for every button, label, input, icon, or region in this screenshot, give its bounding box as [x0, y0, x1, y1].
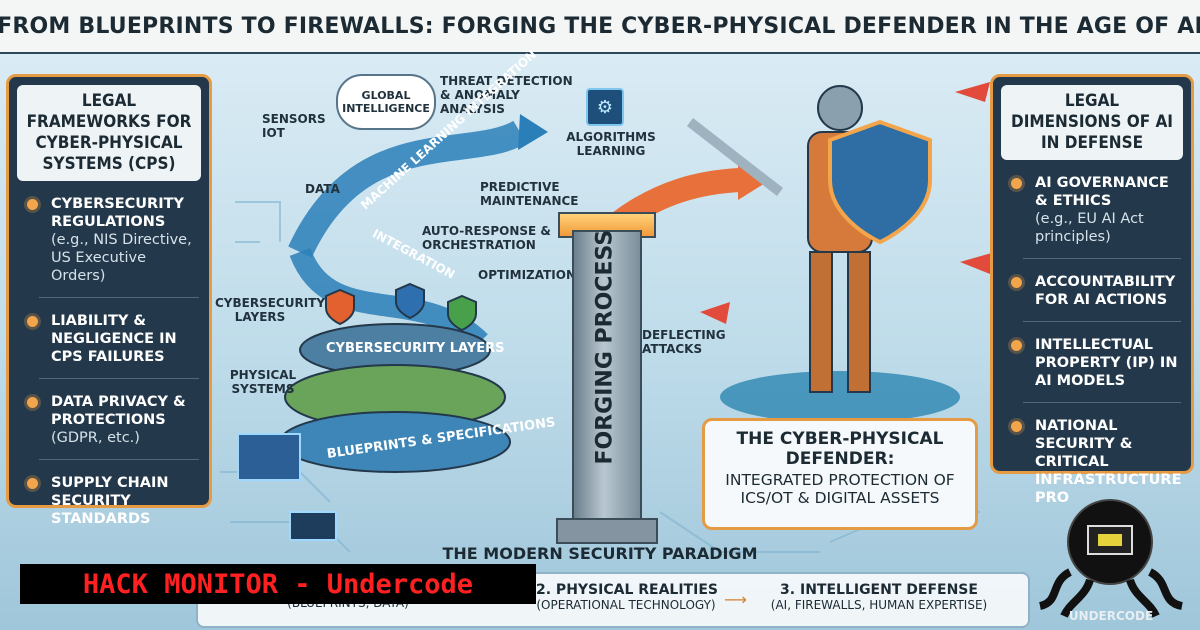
pillar-base	[556, 518, 658, 544]
logo-text: UNDERCODE	[1069, 609, 1153, 623]
panel-heading: LEGAL DIMENSIONS OF AI IN DEFENSE	[1001, 85, 1183, 160]
paradigm-step-3: 3. INTELLIGENT DEFENSE (AI, FIREWALLS, H…	[770, 582, 988, 612]
legal-frameworks-panel: LEGAL FRAMEWORKS FOR CYBER-PHYSICAL SYST…	[6, 74, 212, 527]
defender-head	[817, 85, 863, 131]
auto-response-label: AUTO-RESPONSE & ORCHESTRATION	[422, 224, 551, 252]
divider	[1023, 402, 1181, 403]
divider	[39, 459, 199, 460]
legal-dimensions-ai-panel: LEGAL DIMENSIONS OF AI IN DEFENSE AI GOV…	[990, 74, 1194, 506]
optimization-label: OPTIMIZATION	[478, 268, 577, 282]
ai-chip-icon: ⚙	[586, 88, 624, 126]
attack-arrows	[700, 82, 995, 324]
bullet-dot-icon	[27, 316, 38, 327]
list-item: ACCOUNTABILITY FOR AI ACTIONS	[1003, 273, 1181, 309]
forging-process-label: FORGING PROCESS	[592, 229, 618, 465]
forging-pillar	[572, 230, 642, 524]
sword-icon	[686, 118, 784, 196]
defender-shield-icon	[828, 119, 932, 245]
algorithms-learning-label: ALGORITHMS LEARNING	[566, 130, 656, 158]
defender-title: THE CYBER-PHYSICAL DEFENDER:	[736, 429, 944, 469]
defender-right-leg	[847, 251, 871, 393]
fire-shield-icon	[325, 288, 355, 326]
blueprint-laptop-icon	[237, 433, 301, 481]
paradigm-step-2: 2. PHYSICAL REALITIES (OPERATIONAL TECHN…	[536, 582, 718, 612]
list-item: LIABILITY & NEGLIGENCE IN CPS FAILURES	[19, 312, 199, 366]
list-item: AI GOVERNANCE & ETHICS (e.g., EU AI Act …	[1003, 174, 1181, 246]
arrow-right-icon: ⟶	[724, 590, 747, 609]
hack-monitor-banner: HACK MONITOR - Undercode	[20, 564, 536, 604]
sensors-iot-label: SENSORS IOT	[262, 112, 326, 140]
circuit-background	[220, 82, 995, 553]
infographic: LEGAL FRAMEWORKS FOR CYBER-PHYSICAL SYST…	[0, 47, 1200, 630]
list-item: DATA PRIVACY & PROTECTIONS (GDPR, etc.)	[19, 393, 199, 447]
list-item: CYBERSECURITY REGULATIONS (e.g., NIS Dir…	[19, 195, 199, 285]
defender-subtitle: INTEGRATED PROTECTION OF ICS/OT & DIGITA…	[725, 471, 955, 507]
divider	[39, 297, 199, 298]
data-label: DATA	[305, 182, 340, 196]
bullet-dot-icon	[1011, 277, 1022, 288]
bullet-dot-icon	[27, 478, 38, 489]
paradigm-heading: THE MODERN SECURITY PARADIGM	[442, 544, 758, 563]
divider	[39, 378, 199, 379]
page-title: FROM BLUEPRINTS TO FIREWALLS: FORGING TH…	[0, 13, 1200, 39]
bullet-dot-icon	[1011, 421, 1022, 432]
lock-shield-icon	[395, 282, 425, 320]
chip-icon	[289, 511, 337, 541]
bullet-dot-icon	[1011, 340, 1022, 351]
global-intelligence-cloud: GLOBAL INTELLIGENCE	[336, 74, 436, 130]
bullet-dot-icon	[27, 199, 38, 210]
defender-pedestal	[720, 371, 960, 423]
list-item: SUPPLY CHAIN SECURITY STANDARDS	[19, 474, 199, 528]
undercode-logo: UNDERCODE	[1038, 499, 1184, 623]
bullet-dot-icon	[1011, 178, 1022, 189]
threat-detection-label: THREAT DETECTION & ANOMALY ANALYSIS	[440, 74, 573, 116]
green-shield-icon	[447, 294, 477, 332]
bullet-dot-icon	[27, 397, 38, 408]
physical-systems-label: PHYSICAL SYSTEMS	[229, 368, 297, 396]
divider	[1023, 321, 1181, 322]
panel-heading: LEGAL FRAMEWORKS FOR CYBER-PHYSICAL SYST…	[17, 85, 201, 181]
list-item: NATIONAL SECURITY & CRITICAL INFRASTRUCT…	[1003, 417, 1181, 507]
banner-text: HACK MONITOR - Undercode	[82, 568, 474, 600]
title-bar: FROM BLUEPRINTS TO FIREWALLS: FORGING TH…	[0, 0, 1200, 54]
cybersecurity-layers-small-label: CYBERSECURITY LAYERS	[215, 296, 326, 324]
defender-left-leg	[809, 251, 833, 393]
ml-integration-arrow	[288, 120, 527, 258]
defender-caption-box: THE CYBER-PHYSICAL DEFENDER: INTEGRATED …	[702, 418, 978, 530]
deflecting-attacks-label: DEFLECTING ATTACKS	[642, 328, 726, 356]
predictive-maintenance-label: PREDICTIVE MAINTENANCE	[480, 180, 579, 208]
cybersecurity-layers-label: CYBERSECURITY LAYERS	[326, 341, 505, 356]
list-item: INTELLECTUAL PROPERTY (IP) IN AI MODELS	[1003, 336, 1181, 390]
divider	[1023, 258, 1181, 259]
